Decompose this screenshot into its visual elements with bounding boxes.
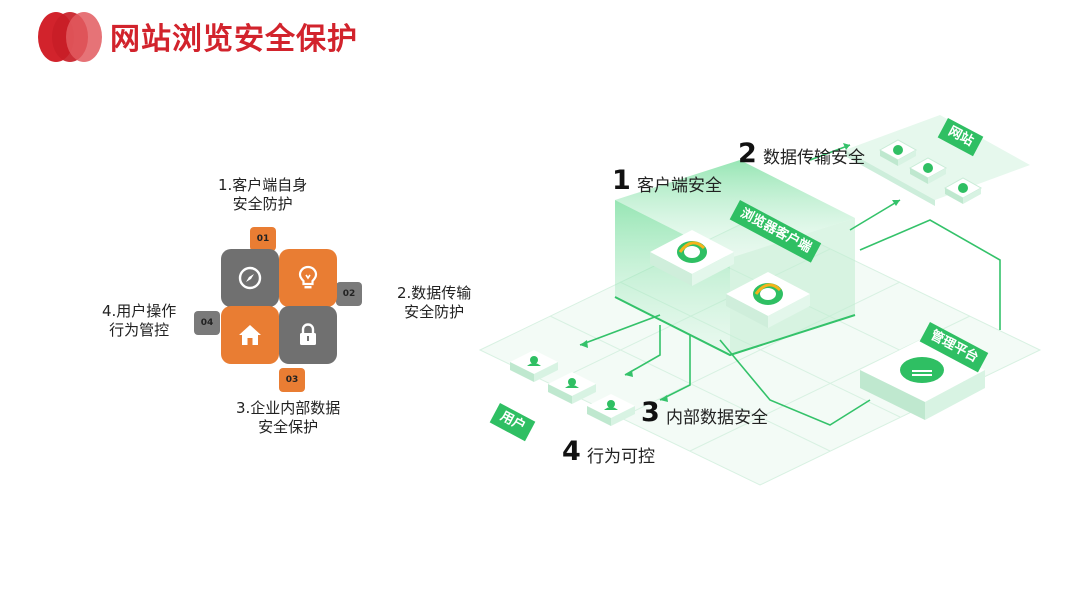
browser-app-tile-2 (726, 272, 810, 328)
lightbulb-icon (298, 265, 318, 289)
tab-02: 02 (336, 282, 362, 306)
tab-03: 03 (279, 368, 305, 392)
tile-compass (221, 249, 279, 307)
arrow-heads (580, 143, 900, 402)
label-user-behavior-control: 4.用户操作 行为管控 (102, 302, 177, 339)
step-number-1: 1 (612, 165, 631, 196)
brand-logo (38, 12, 104, 62)
tile-home (221, 306, 279, 364)
label-client-protection: 1.客户端自身 安全防护 (218, 176, 308, 213)
tile-lightbulb (279, 249, 337, 307)
step-label-behavior-control: 行为可控 (587, 447, 655, 467)
management-platform (860, 340, 985, 420)
home-icon (239, 325, 261, 345)
step-number-2: 2 (738, 138, 757, 169)
page-title: 网站浏览安全保护 (110, 22, 358, 57)
lock-icon (300, 323, 316, 345)
compass-icon (238, 266, 262, 290)
step-number-3: 3 (641, 397, 660, 428)
isometric-scene (478, 115, 1042, 486)
step-number-4: 4 (562, 436, 581, 467)
browser-app-tile-1 (650, 230, 734, 286)
step-label-client-security: 客户端安全 (637, 176, 722, 196)
connection-arrows (579, 144, 1001, 426)
user-tiles (510, 350, 635, 426)
tab-04: 04 (194, 311, 220, 335)
label-transfer-protection: 2.数据传输 安全防护 (397, 284, 472, 321)
website-platform (845, 115, 1030, 206)
globe-tiles (878, 139, 983, 204)
step-label-internal-data-security: 内部数据安全 (666, 408, 768, 428)
tab-01: 01 (250, 227, 276, 251)
tile-lock (279, 306, 337, 364)
step-label-transfer-security: 数据传输安全 (763, 148, 865, 168)
label-internal-data-protection: 3.企业内部数据 安全保护 (236, 399, 341, 436)
